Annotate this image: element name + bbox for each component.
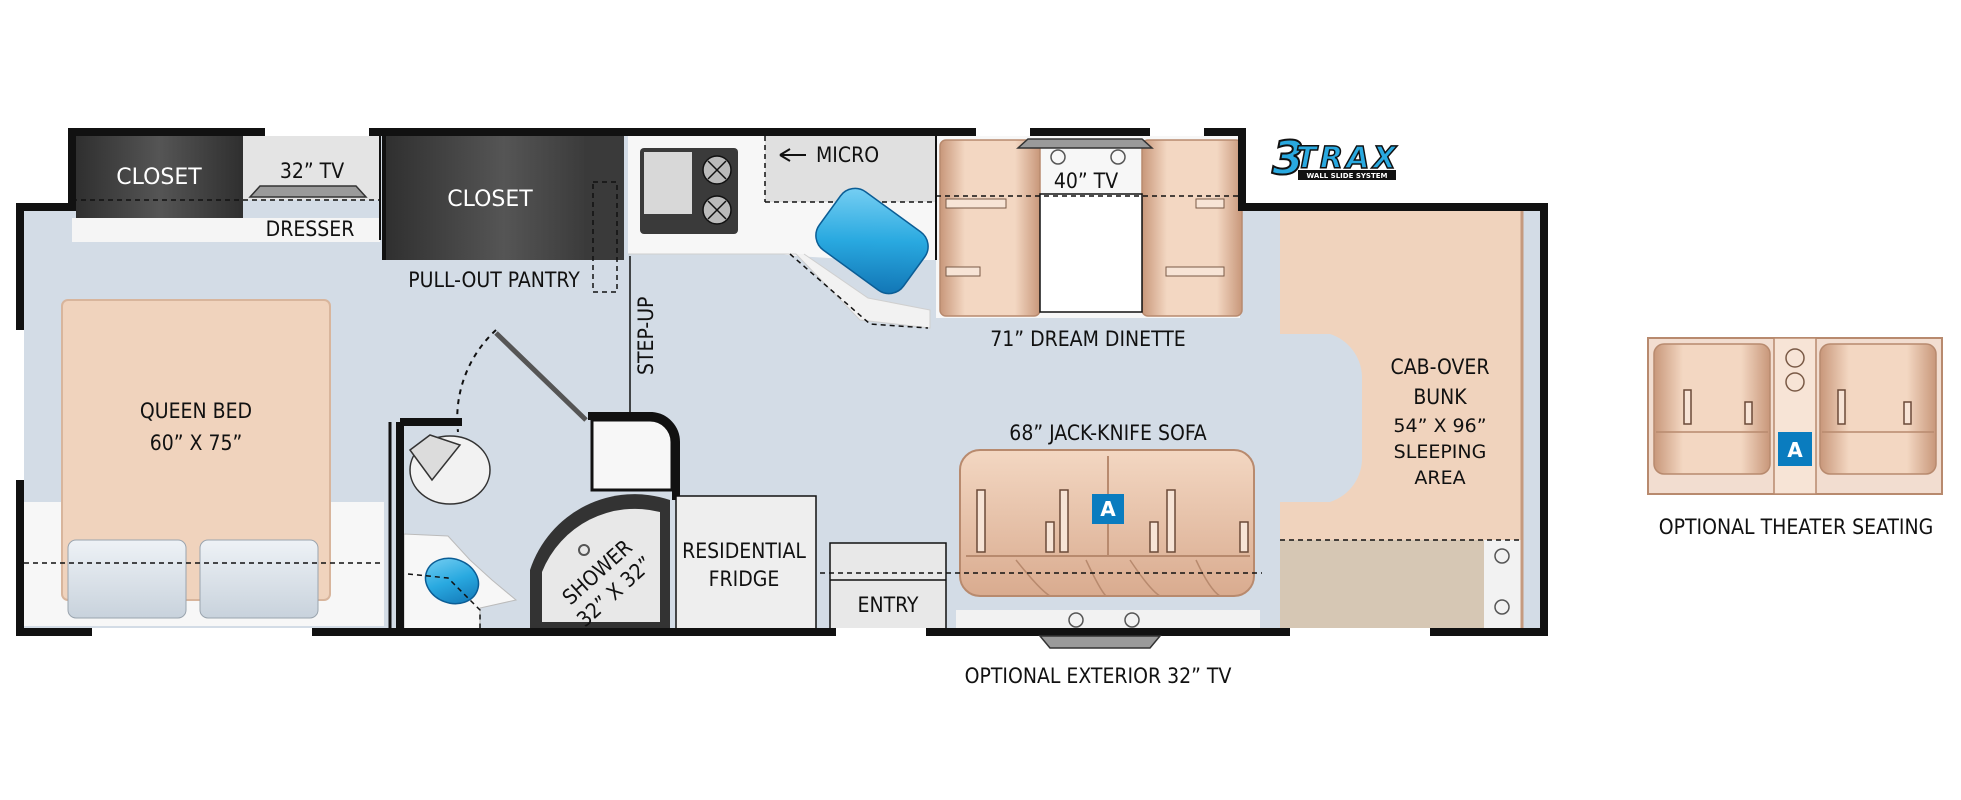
queen-bed: QUEEN BED 60” X 75” [24, 299, 384, 626]
cab-over-bunk: CAB-OVER BUNK 54” X 96” SLEEPING AREA [1280, 210, 1524, 630]
door-swing [456, 329, 497, 433]
3trax-logo: 3 TRAX WALL SLIDE SYSTEM [1271, 130, 1399, 186]
fridge-label-2: FRIDGE [709, 567, 780, 591]
bunk-label: CAB-OVER [1391, 355, 1490, 379]
dinette-tv-label: 40” TV [1054, 169, 1118, 193]
dresser: 32” TV DRESSER [72, 136, 380, 242]
shower: SHOWER 32” X 32” [530, 494, 670, 632]
dinette-label: 71” DREAM DINETTE [990, 327, 1185, 351]
sofa-badge-label: A [1100, 497, 1116, 521]
kitchen-sink-icon [815, 187, 929, 295]
kitchen: MICRO STEP-UP [628, 136, 936, 420]
dinette: 40” TV 71” DREAM DINETTE [936, 136, 1243, 351]
queen-bed-size: 60” X 75” [150, 431, 243, 455]
rear-tv-icon [248, 185, 368, 198]
bathroom: SHOWER 32” X 32” [388, 329, 681, 633]
dinette-bench [1141, 139, 1243, 317]
arrow-left-icon [779, 148, 806, 162]
sofa-label: 68” JACK-KNIFE SOFA [1009, 421, 1206, 445]
micro-label: MICRO [816, 143, 879, 167]
bunk-sleeping: SLEEPING [1394, 441, 1487, 463]
exterior-tv: OPTIONAL EXTERIOR 32” TV [965, 635, 1232, 688]
fridge-label: RESIDENTIAL [682, 539, 806, 563]
pull-out-pantry [592, 181, 618, 293]
rear-tv-label: 32” TV [280, 159, 344, 183]
rear-closet-label: CLOSET [116, 165, 202, 190]
mid-closet: CLOSET PULL-OUT PANTRY [384, 136, 624, 293]
sofa-badge [1092, 494, 1124, 524]
bunk-size: 54” X 96” [1393, 415, 1486, 437]
rear-closet: CLOSET [76, 136, 243, 218]
pillow-icon [199, 539, 319, 619]
stove-icon [640, 148, 738, 234]
queen-bed-label: QUEEN BED [140, 399, 252, 423]
jack-knife-sofa: 68” JACK-KNIFE SOFA A [820, 421, 1262, 630]
theater-badge-label: A [1787, 438, 1803, 462]
bunk-label-2: BUNK [1413, 385, 1467, 409]
dinette-bench [939, 139, 1041, 317]
pantry-label: PULL-OUT PANTRY [408, 268, 580, 292]
shower-head-icon [578, 544, 590, 556]
dinette-table [1039, 193, 1143, 313]
windows [16, 128, 1430, 636]
dinette-tv-icon [1016, 138, 1154, 149]
exterior-tv-label: OPTIONAL EXTERIOR 32” TV [965, 664, 1232, 688]
entry-label: ENTRY [858, 593, 919, 617]
theater-badge [1778, 432, 1812, 466]
residential-fridge: RESIDENTIAL FRIDGE [675, 495, 817, 631]
exterior-walls [16, 128, 1548, 636]
pillow-icon [67, 539, 187, 619]
theater-label: OPTIONAL THEATER SEATING [1659, 515, 1933, 539]
bunk-area: AREA [1414, 467, 1465, 489]
theater-seating: A OPTIONAL THEATER SEATING [1647, 337, 1943, 539]
mid-closet-label: CLOSET [447, 187, 533, 212]
dresser-label: DRESSER [266, 217, 355, 241]
step-up-label: STEP-UP [634, 297, 658, 375]
toilet-icon [408, 434, 491, 505]
exterior-tv-icon [1038, 635, 1162, 649]
entry: ENTRY [829, 542, 947, 631]
bath-door [494, 331, 588, 422]
logo-sub: WALL SLIDE SYSTEM [1307, 172, 1388, 180]
